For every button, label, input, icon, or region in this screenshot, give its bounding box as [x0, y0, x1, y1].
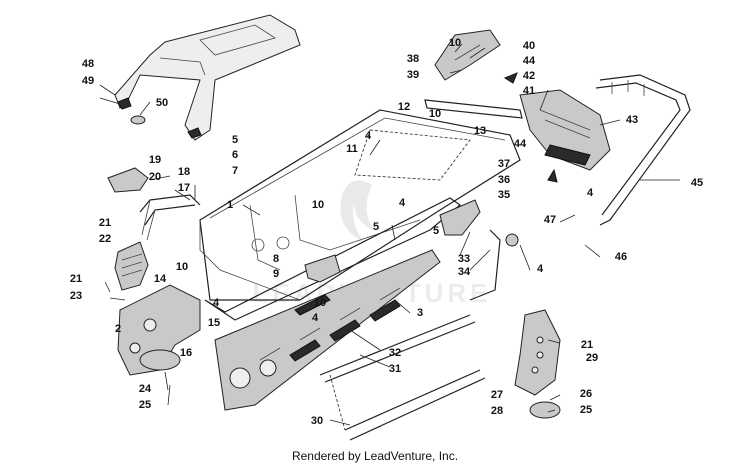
seat — [114, 14, 301, 141]
callout-4a: 4 — [365, 130, 372, 142]
callout-28: 28 — [491, 405, 503, 417]
callout-15: 15 — [208, 317, 220, 329]
callout-49: 49 — [82, 75, 94, 87]
callout-24: 24 — [139, 383, 152, 395]
callout-25b: 25 — [580, 404, 592, 416]
callout-29: 29 — [586, 352, 598, 364]
callout-43: 43 — [626, 114, 638, 126]
callout-22: 22 — [99, 233, 111, 245]
callout-34: 34 — [458, 266, 471, 278]
callout-44a: 44 — [523, 55, 536, 67]
callout-4d: 4 — [399, 197, 406, 209]
callout-19: 19 — [149, 154, 161, 166]
callout-45: 45 — [691, 177, 703, 189]
callout-16: 16 — [180, 347, 192, 359]
callout-42: 42 — [523, 70, 535, 82]
callout-5b: 5 — [373, 221, 379, 233]
callout-25a: 25 — [139, 399, 151, 411]
footrest-right — [514, 309, 561, 419]
callout-6: 6 — [232, 149, 238, 161]
callout-labels: 1 2 3 4 5 6 7 8 9 10 11 12 13 14 15 16 1… — [70, 37, 703, 427]
callout-36: 36 — [498, 174, 510, 186]
callout-2: 2 — [115, 323, 121, 335]
callout-46: 46 — [615, 251, 627, 263]
rear-rail — [424, 99, 523, 119]
top-bracket — [434, 29, 501, 81]
callout-4f: 4 — [587, 187, 594, 199]
callout-17: 17 — [178, 182, 190, 194]
running-board-left — [204, 197, 461, 411]
callout-47: 47 — [544, 214, 556, 226]
callout-50: 50 — [156, 97, 168, 109]
snow-flap — [519, 89, 611, 171]
callout-5a: 5 — [232, 134, 238, 146]
callout-3: 3 — [417, 307, 423, 319]
callout-4b: 4 — [312, 312, 319, 324]
callout-27: 27 — [491, 389, 503, 401]
callout-18: 18 — [178, 166, 190, 178]
callout-12: 12 — [398, 101, 410, 113]
brace-rod — [469, 229, 519, 301]
callout-4e: 4 — [537, 263, 544, 275]
callout-13: 13 — [474, 125, 486, 137]
callout-4c: 4 — [213, 297, 220, 309]
callout-5c: 5 — [433, 225, 439, 237]
callout-35: 35 — [498, 189, 510, 201]
direction-arrows — [503, 72, 558, 183]
callout-48: 48 — [82, 58, 94, 70]
callout-40: 40 — [523, 40, 535, 52]
callout-14: 14 — [154, 273, 167, 285]
callout-11: 11 — [346, 143, 358, 155]
grab-handle — [139, 194, 201, 241]
callout-10a: 10 — [312, 199, 324, 211]
callout-26: 26 — [580, 388, 592, 400]
footer-credit: Rendered by LeadVenture, Inc. — [291, 449, 459, 463]
callout-23: 23 — [70, 290, 82, 302]
callout-10d: 10 — [176, 261, 188, 273]
callout-33: 33 — [458, 253, 470, 265]
callout-10c: 10 — [429, 108, 441, 120]
callout-37: 37 — [498, 158, 510, 170]
callout-31: 31 — [389, 363, 401, 375]
callout-38: 38 — [407, 53, 419, 65]
callout-10b: 10 — [449, 37, 461, 49]
callout-32: 32 — [389, 347, 401, 359]
callout-21b: 21 — [70, 273, 82, 285]
callout-21c: 21 — [581, 339, 593, 351]
cross-shafts — [319, 314, 486, 441]
small-plates — [107, 167, 481, 371]
callout-9: 9 — [273, 268, 279, 280]
callout-30: 30 — [311, 415, 323, 427]
bulkhead-bracket — [117, 284, 201, 376]
callout-21a: 21 — [99, 217, 111, 229]
callout-7: 7 — [232, 165, 238, 177]
callout-10e: 10 — [314, 297, 326, 309]
callout-41: 41 — [523, 85, 535, 97]
tunnel-frame — [199, 109, 521, 301]
callout-39: 39 — [407, 69, 419, 81]
leader-lines — [99, 43, 680, 426]
callout-44b: 44 — [514, 138, 527, 150]
rear-bumper — [595, 74, 691, 226]
callout-8: 8 — [273, 253, 279, 265]
callout-1: 1 — [227, 199, 233, 211]
callout-20: 20 — [149, 171, 161, 183]
